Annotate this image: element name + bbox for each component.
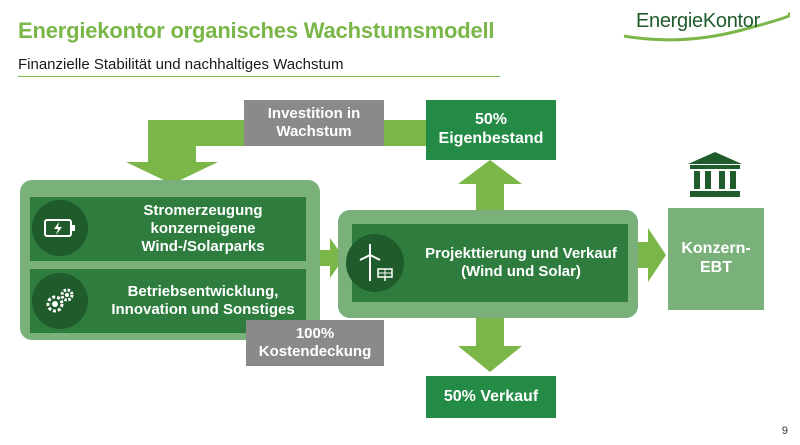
wind-solar-icon	[359, 244, 393, 281]
page-subtitle: Finanzielle Stabilität und nachhaltiges …	[18, 56, 344, 73]
arrow-up-eigenbestand	[458, 160, 522, 210]
projekt-box: Projekttierung und Verkauf (Wind und Sol…	[352, 224, 628, 302]
eigenbestand-box: 50% Eigenbestand	[426, 100, 556, 160]
battery-circle	[32, 200, 88, 256]
title-divider	[18, 76, 500, 77]
arrow-to-ebt	[636, 228, 666, 282]
wind-solar-circle	[346, 234, 404, 292]
konzern-ebt-box: Konzern-EBT	[668, 208, 764, 310]
investition-box: Investition in Wachstum	[244, 100, 384, 146]
gears-circle	[32, 273, 88, 329]
gears-icon	[46, 288, 74, 313]
bank-building-icon	[688, 152, 742, 197]
page-title: Energiekontor organisches Wachstumsmodel…	[18, 18, 495, 43]
page-number: 9	[781, 425, 788, 437]
battery-charging-icon	[44, 219, 75, 237]
verkauf-box: 50% Verkauf	[426, 376, 556, 418]
logo-text: EnergieKontor	[636, 10, 760, 32]
energiekontor-logo	[623, 12, 790, 42]
arrow-down-verkauf	[458, 318, 522, 372]
arrow-to-projekt	[318, 238, 344, 278]
kostendeckung-box: 100% Kostendeckung	[246, 320, 384, 366]
